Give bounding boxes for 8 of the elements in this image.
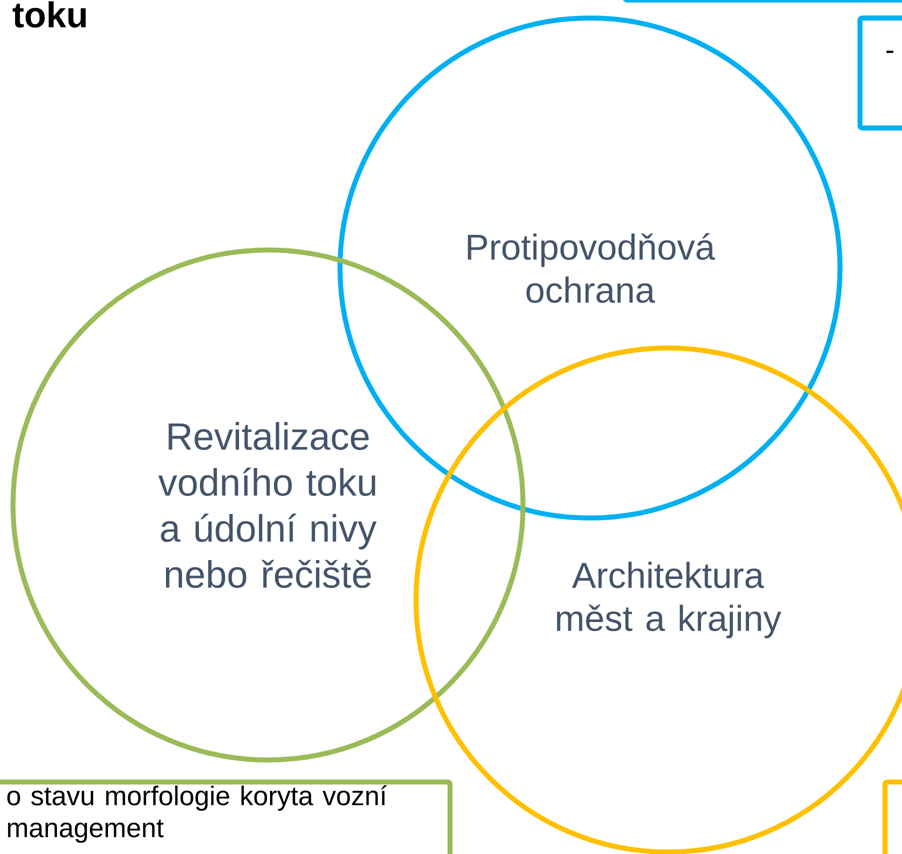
circle-label: Protipovodňová ochrana [468, 233, 716, 303]
title: toku [12, 1, 86, 28]
circle-label: Architektura měst a krajiny [556, 562, 782, 638]
text-box: o stavu morfologie koryta vozní management [0, 780, 452, 854]
empty-box [882, 780, 902, 854]
text-box: - [858, 16, 902, 130]
empty-box [622, 0, 902, 2]
circle-label: Revitalizace vodního toku a údolní nivy nebo řečiště [158, 422, 377, 588]
